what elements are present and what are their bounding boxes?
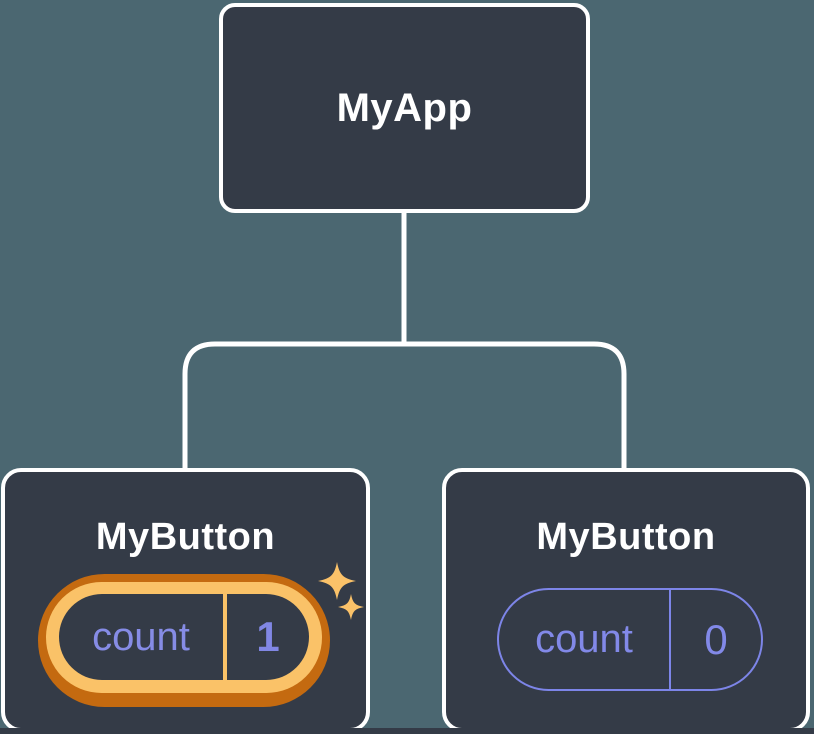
state-pill: count 0 (497, 588, 763, 691)
state-pill-core: count 1 (59, 594, 309, 680)
state-pill-highlighted: count 1 (38, 574, 330, 707)
state-pill-highlight-ring: count 1 (46, 582, 322, 693)
state-value: 0 (704, 615, 728, 663)
left-node-label: MyButton (95, 516, 276, 558)
state-key-label: count (92, 614, 190, 659)
right-node-label: MyButton (536, 516, 716, 558)
bottom-edge-strip (0, 728, 814, 734)
sparkles-icon (318, 562, 364, 620)
root-node-label: MyApp (336, 85, 473, 130)
pill-divider (223, 594, 227, 680)
component-node-button-right: MyButton count 0 (442, 468, 810, 732)
pill-divider (669, 590, 671, 689)
state-value: 1 (256, 613, 280, 660)
state-key-label: count (535, 617, 633, 661)
component-node-button-left: MyButton count 1 (1, 468, 370, 732)
component-node-root: MyApp (219, 3, 590, 213)
